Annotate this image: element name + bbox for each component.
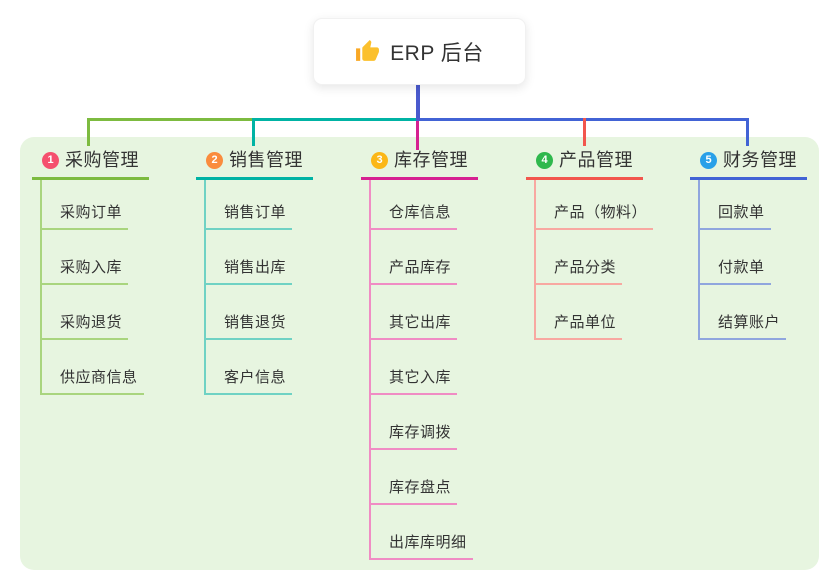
child-node[interactable]: 销售退货 (206, 285, 293, 340)
child-label: 采购退货 (60, 314, 123, 331)
branch-title: 采购管理 (65, 150, 139, 170)
branch-children: 产品（物料） 产品分类产品单位 (534, 180, 654, 340)
child-node[interactable]: 付款单 (700, 230, 771, 285)
child-node[interactable]: 采购入库 (42, 230, 129, 285)
connector-branch-3-drop (416, 118, 419, 150)
child-label: 产品（物料） (554, 204, 648, 221)
child-label: 仓库信息 (389, 204, 452, 221)
branch-children: 销售订单销售出库销售退货客户信息 (204, 180, 293, 395)
branch-1: 1 采购管理 采购订单采购入库采购退货供应商信息 (32, 146, 149, 395)
child-label: 产品库存 (389, 259, 452, 276)
child-label: 产品分类 (554, 259, 617, 276)
child-label: 库存调拨 (389, 424, 452, 441)
child-node[interactable]: 采购订单 (42, 180, 129, 230)
branch-5: 5 财务管理 回款单付款单结算账户 (690, 146, 807, 340)
child-label: 其它入库 (389, 369, 452, 386)
child-label: 供应商信息 (60, 369, 138, 386)
thumbs-up-icon (355, 39, 380, 64)
child-label: 回款单 (718, 204, 765, 221)
connector-root-vertical (416, 82, 420, 121)
connector-branch-2-drop (252, 118, 255, 146)
branch-children: 回款单付款单结算账户 (698, 180, 787, 340)
child-node[interactable]: 产品库存 (371, 230, 458, 285)
branch-2: 2 销售管理 销售订单销售出库销售退货客户信息 (196, 146, 313, 395)
branch-number-badge: 5 (700, 151, 717, 169)
child-node[interactable]: 结算账户 (700, 285, 787, 340)
branch-title: 财务管理 (723, 150, 797, 170)
child-node[interactable]: 其它出库 (371, 285, 458, 340)
child-node[interactable]: 回款单 (700, 180, 771, 230)
branch-4-header[interactable]: 4 产品管理 (526, 146, 643, 180)
child-label: 销售出库 (224, 259, 287, 276)
branch-3-header[interactable]: 3 库存管理 (361, 146, 478, 180)
branch-title: 库存管理 (394, 150, 468, 170)
child-label: 采购订单 (60, 204, 123, 221)
branch-number-badge: 4 (536, 151, 553, 169)
connector-branch-1-drop (87, 118, 90, 146)
branches-panel-background (20, 137, 819, 570)
branch-5-header[interactable]: 5 财务管理 (690, 146, 807, 180)
connector-branch-5-drop (746, 118, 749, 146)
child-label: 销售退货 (224, 314, 287, 331)
connector-branch-4-drop (583, 118, 586, 146)
connector-branch-2-horizontal (252, 118, 419, 121)
child-label: 库存盘点 (389, 479, 452, 496)
branch-1-header[interactable]: 1 采购管理 (32, 146, 149, 180)
root-node[interactable]: ERP 后台 (313, 18, 526, 85)
child-node[interactable]: 采购退货 (42, 285, 129, 340)
child-node[interactable]: 仓库信息 (371, 180, 458, 230)
child-node[interactable]: 产品（物料） (536, 180, 654, 230)
child-node[interactable]: 库存调拨 (371, 395, 458, 450)
child-node[interactable]: 销售订单 (206, 180, 293, 230)
child-node[interactable]: 销售出库 (206, 230, 293, 285)
branch-number-badge: 1 (42, 151, 59, 169)
child-node[interactable]: 产品分类 (536, 230, 623, 285)
branch-title: 产品管理 (559, 150, 633, 170)
branch-number-badge: 2 (206, 151, 223, 169)
root-title: ERP 后台 (390, 41, 484, 65)
child-label: 结算账户 (718, 314, 781, 331)
child-label: 出库库明细 (389, 534, 467, 551)
branch-children: 仓库信息产品库存其它出库其它入库库存调拨库存盘点出库库明细 (369, 180, 473, 560)
child-node[interactable]: 客户信息 (206, 340, 293, 395)
branch-title: 销售管理 (229, 150, 303, 170)
child-label: 产品单位 (554, 314, 617, 331)
child-node[interactable]: 出库库明细 (371, 505, 473, 560)
child-label: 销售订单 (224, 204, 287, 221)
child-label: 采购入库 (60, 259, 123, 276)
child-label: 其它出库 (389, 314, 452, 331)
child-node[interactable]: 库存盘点 (371, 450, 458, 505)
child-node[interactable]: 供应商信息 (42, 340, 144, 395)
child-label: 客户信息 (224, 369, 287, 386)
branch-4: 4 产品管理 产品（物料） 产品分类产品单位 (526, 146, 654, 340)
branch-3: 3 库存管理 仓库信息产品库存其它出库其它入库库存调拨库存盘点出库库明细 (361, 146, 478, 560)
branch-number-badge: 3 (371, 151, 388, 169)
branch-children: 采购订单采购入库采购退货供应商信息 (40, 180, 144, 395)
child-node[interactable]: 产品单位 (536, 285, 623, 340)
branch-2-header[interactable]: 2 销售管理 (196, 146, 313, 180)
child-label: 付款单 (718, 259, 765, 276)
child-node[interactable]: 其它入库 (371, 340, 458, 395)
